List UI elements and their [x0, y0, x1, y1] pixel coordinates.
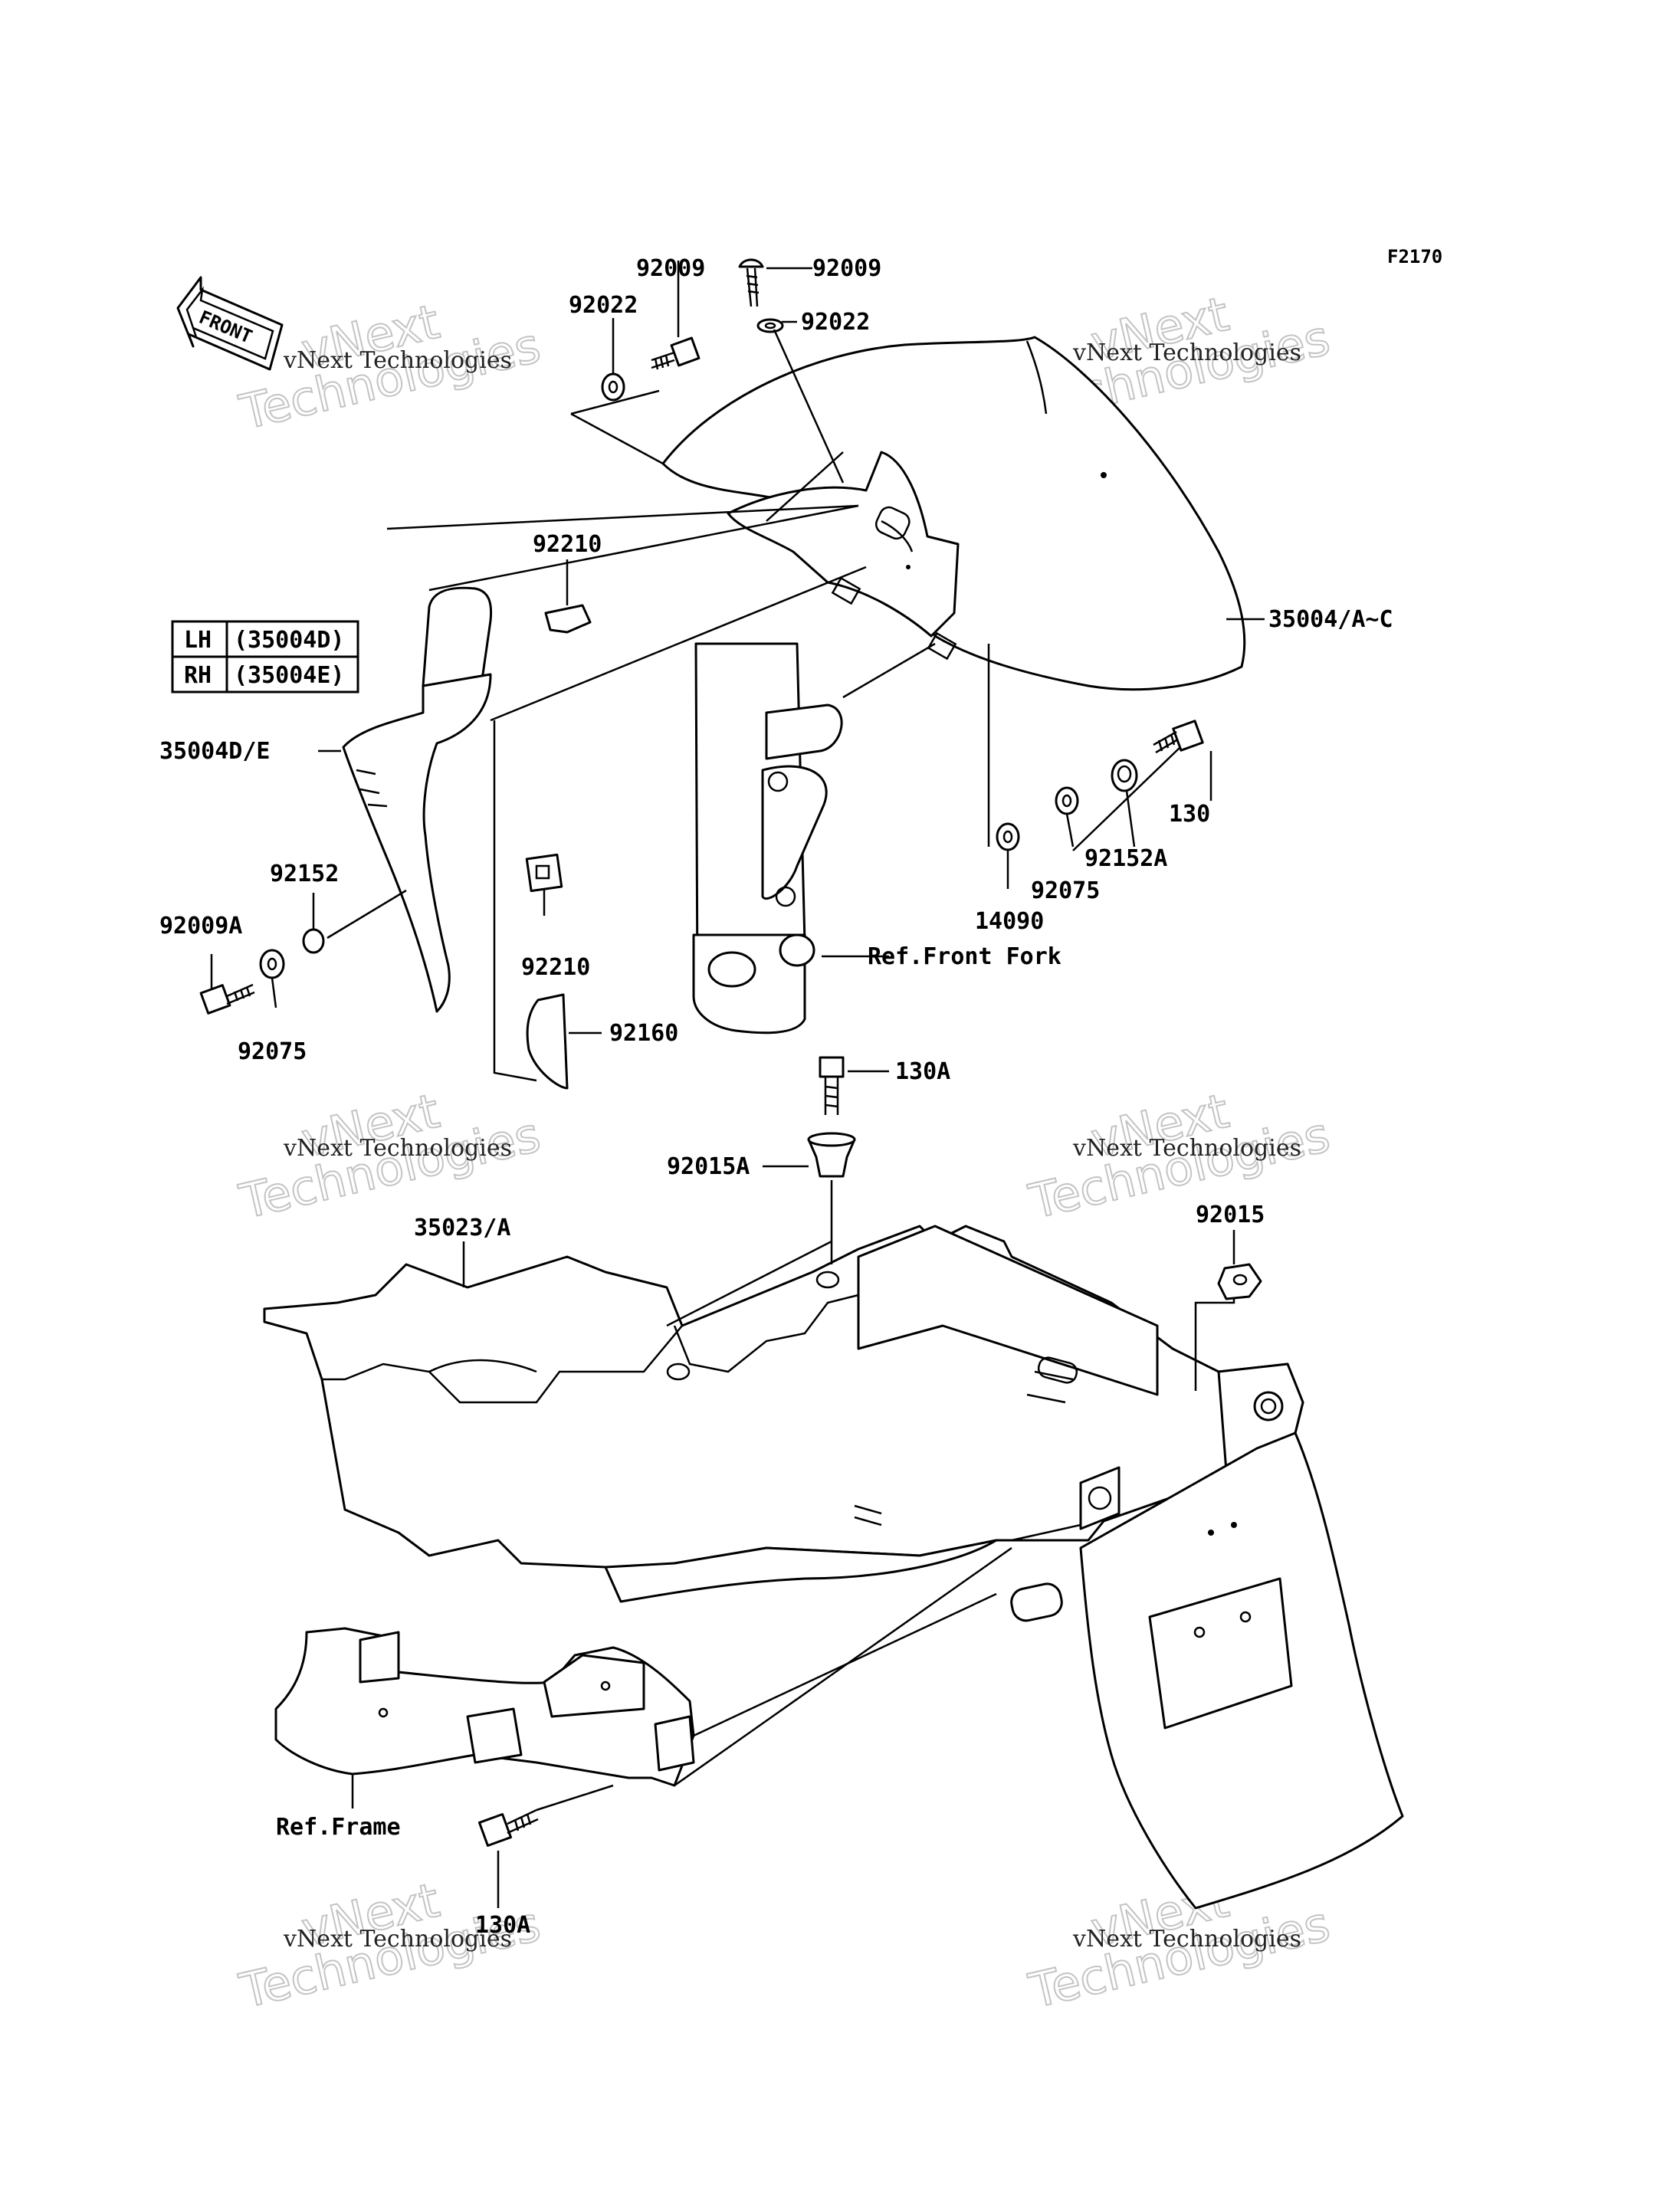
- pad-92160-icon: [526, 993, 569, 1090]
- legend-rh-side: RH: [184, 662, 212, 689]
- grommet-92015a-icon: [807, 1132, 856, 1178]
- washer-92075-right-icon: [1055, 786, 1079, 815]
- washer-14090-icon: [996, 822, 1020, 851]
- label-92210-top: 92210: [533, 531, 602, 558]
- fork-guard-35004de: [342, 586, 493, 1013]
- bolt-130a-top-icon: [819, 1056, 845, 1115]
- collar-92152-icon: [302, 928, 325, 954]
- leader-lines: [210, 261, 1265, 1908]
- bolt-92009a-icon: [199, 983, 255, 1015]
- label-14090: 14090: [975, 908, 1044, 935]
- watermark-mid-right: vNext Technologies vNext Technologies: [1023, 1082, 1335, 1231]
- bolt-92009-left-icon: [651, 336, 701, 370]
- label-130a-bottom: 130A: [475, 1912, 530, 1939]
- clip-92210-bottom-icon: [525, 853, 563, 893]
- legend-lh-side: LH: [184, 627, 212, 654]
- clip-92210-top-icon: [544, 604, 592, 634]
- washer-92022-left-icon: [601, 372, 625, 402]
- legend-lh-part: (35004D): [234, 627, 345, 654]
- svg-text:vNext Technologies: vNext Technologies: [1072, 339, 1301, 366]
- label-35004-ac: 35004/A~C: [1268, 606, 1393, 633]
- front-fender-35004: [661, 336, 1246, 691]
- label-92009-right: 92009: [812, 255, 881, 282]
- front-direction-icon: FRONT: [176, 276, 284, 371]
- label-130a-top: 130A: [895, 1058, 950, 1085]
- label-92022-right: 92022: [801, 309, 870, 336]
- label-92152a: 92152A: [1084, 845, 1167, 872]
- label-130: 130: [1169, 801, 1210, 828]
- rear-mudguard: [604, 1431, 1404, 1910]
- watermark-bottom-right: vNext Technologies vNext Technologies: [1023, 1871, 1335, 2020]
- figure-code: F2170: [1387, 246, 1442, 267]
- rear-frame: [274, 1627, 695, 1787]
- label-92160: 92160: [609, 1020, 678, 1047]
- bolt-130a-bottom-icon: [477, 1808, 539, 1848]
- label-ref-front-fork: Ref.Front Fork: [868, 943, 1061, 970]
- label-92210-bottom: 92210: [521, 954, 590, 981]
- label-92009-left: 92009: [636, 255, 705, 282]
- svg-text:vNext Technologies: vNext Technologies: [283, 347, 512, 374]
- svg-text:vNext Technologies: vNext Technologies: [1072, 1135, 1301, 1162]
- label-92015a: 92015A: [667, 1153, 750, 1180]
- washer-92022-right-icon: [756, 318, 784, 333]
- collar-92152a-icon: [1111, 759, 1138, 792]
- label-92075-right: 92075: [1031, 877, 1100, 904]
- bolt-92009-right-icon: [738, 258, 764, 307]
- rear-inner-fender-35023: [263, 1225, 1304, 1580]
- label-92022-left: 92022: [569, 292, 638, 319]
- svg-text:vNext Technologies: vNext Technologies: [283, 1926, 512, 1953]
- svg-text:vNext Technologies: vNext Technologies: [1072, 1926, 1301, 1953]
- bolt-130-icon: [1153, 720, 1204, 754]
- label-ref-frame: Ref.Frame: [276, 1814, 401, 1841]
- label-35023: 35023/A: [414, 1215, 510, 1241]
- label-92152: 92152: [270, 861, 339, 887]
- watermark-mid-left: vNext Technologies vNext Technologies: [234, 1082, 546, 1231]
- legend-rh-part: (35004E): [234, 662, 345, 689]
- label-92075-left: 92075: [238, 1038, 307, 1065]
- nut-92015-icon: [1217, 1263, 1262, 1300]
- label-92015: 92015: [1196, 1202, 1265, 1228]
- front-fork: [692, 642, 843, 1035]
- label-35004-de: 35004D/E: [159, 738, 271, 765]
- label-92009a: 92009A: [159, 913, 242, 939]
- washer-92075-left-icon: [259, 949, 285, 979]
- legend-table: LH (35004D) RH (35004E): [171, 620, 359, 694]
- svg-text:vNext Technologies: vNext Technologies: [283, 1135, 512, 1162]
- watermark-top-left: vNext Technologies vNext Technologies: [234, 293, 546, 441]
- callout-labels: 92009 92009 92022 92022 92210 35004/A~C …: [159, 255, 1393, 1939]
